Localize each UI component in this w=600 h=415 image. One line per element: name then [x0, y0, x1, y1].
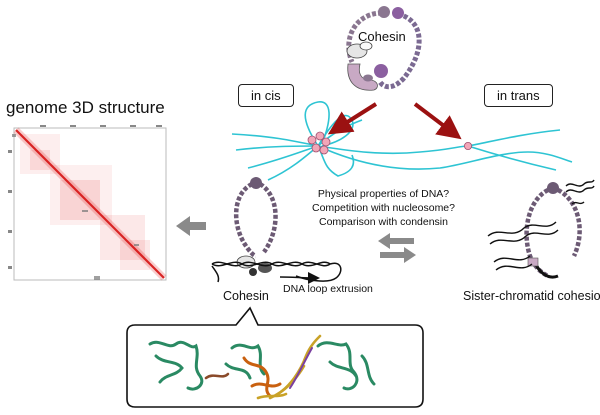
research-questions: Physical properties of DNA? Competition … — [312, 188, 455, 230]
protein-structure-callout — [126, 306, 424, 408]
loop-extrusion-label: DNA loop extrusion — [283, 283, 373, 295]
question-nucleosome: Competition with nucleosome? — [312, 201, 455, 214]
chromatin-fibers — [231, 101, 573, 181]
cohesin-top-label: Cohesin — [358, 29, 406, 44]
cohesin-loop-icon — [233, 177, 278, 276]
double-grey-arrow-right — [380, 247, 416, 263]
genome-structure-title: genome 3D structure — [6, 98, 165, 117]
double-grey-arrow-left — [378, 233, 414, 249]
hic-contact-map-icon — [8, 125, 167, 281]
cohesin-bottom-label: Cohesin — [223, 289, 269, 303]
question-condensin: Comparison with condensin — [319, 215, 448, 228]
in-trans-label: in trans — [484, 84, 553, 107]
in-cis-arrow — [327, 102, 378, 135]
in-cis-label: in cis — [238, 84, 294, 107]
left-grey-arrow — [176, 216, 206, 236]
in-trans-arrow — [413, 102, 462, 140]
cohesin-ring-icon — [346, 6, 422, 91]
protein-structure-icon — [148, 334, 376, 400]
sister-chromatid-icon — [524, 182, 582, 279]
sister-cohesion-label: Sister-chromatid cohesion — [463, 289, 600, 303]
sister-dna-strands — [487, 179, 595, 271]
question-dna-properties: Physical properties of DNA? — [317, 188, 450, 200]
cohesin-contact-cluster — [307, 131, 472, 155]
dna-double-helix-icon — [211, 261, 342, 284]
